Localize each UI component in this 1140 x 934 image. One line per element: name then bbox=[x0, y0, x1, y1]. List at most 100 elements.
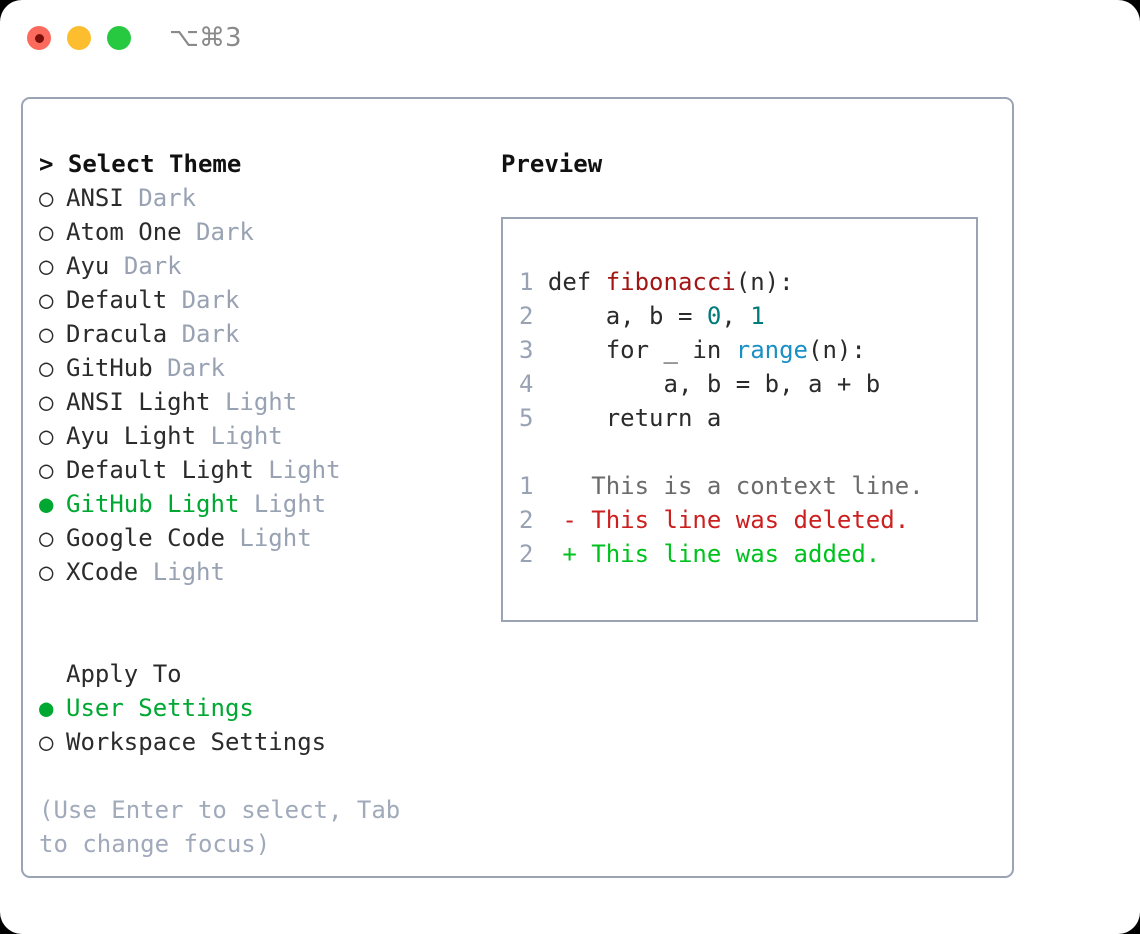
diff-line: 2 - This line was deleted. bbox=[519, 503, 968, 537]
theme-variant-label: Light bbox=[239, 524, 312, 552]
theme-list-item[interactable]: ○ Dracula Dark bbox=[39, 317, 499, 351]
traffic-light-group bbox=[27, 26, 131, 50]
code-diff-spacer bbox=[519, 435, 968, 469]
list-spacer bbox=[39, 589, 499, 623]
theme-list-item[interactable]: ● GitHub Light Light bbox=[39, 487, 499, 521]
diff-line-number: 1 bbox=[519, 472, 534, 500]
apply-to-label: Workspace Settings bbox=[66, 728, 327, 756]
diff-text: This line was added. bbox=[591, 540, 881, 568]
radio-selected-icon[interactable]: ● bbox=[39, 490, 54, 518]
radio-unselected-icon[interactable]: ○ bbox=[39, 320, 54, 348]
theme-variant-label: Light bbox=[224, 388, 298, 416]
radio-unselected-icon[interactable]: ○ bbox=[39, 456, 54, 484]
diff-marker: - bbox=[562, 506, 577, 534]
theme-list-item[interactable]: ○ Default Light Light bbox=[39, 453, 499, 487]
theme-variant-label: Dark bbox=[181, 286, 240, 314]
theme-list-item[interactable]: ○ANSI Dark bbox=[39, 181, 499, 215]
apply-to-option[interactable]: ● User Settings bbox=[39, 691, 499, 725]
radio-unselected-icon[interactable]: ○ bbox=[39, 184, 54, 212]
code-token: range bbox=[735, 336, 808, 364]
diff-line-number: 2 bbox=[519, 506, 534, 534]
code-token: 1 bbox=[750, 302, 765, 330]
code-token: (n): bbox=[808, 336, 866, 364]
theme-variant-label: Light bbox=[210, 422, 283, 450]
code-line-number: 5 bbox=[519, 404, 534, 432]
theme-list-item[interactable]: ○ Ayu Dark bbox=[39, 249, 499, 283]
theme-name: Dracula bbox=[66, 320, 168, 348]
theme-name: GitHub Light bbox=[66, 490, 240, 518]
radio-unselected-icon[interactable]: ○ bbox=[39, 524, 54, 552]
apply-to-options: ● User Settings ○ Workspace Settings bbox=[39, 691, 499, 759]
apply-to-label: User Settings bbox=[66, 694, 254, 722]
select-theme-header: > Select Theme bbox=[39, 150, 242, 178]
apply-to-header: Apply To bbox=[66, 660, 182, 688]
code-line: 3 for _ in range(n): bbox=[519, 333, 968, 367]
radio-unselected-icon[interactable]: ○ bbox=[39, 218, 54, 246]
code-line-number: 2 bbox=[519, 302, 534, 330]
radio-unselected-icon[interactable]: ○ bbox=[39, 252, 54, 280]
theme-list-item[interactable]: ○ XCode Light bbox=[39, 555, 499, 589]
code-token: def bbox=[547, 268, 606, 296]
code-token: a, b = b, a + b bbox=[547, 370, 881, 398]
theme-name: Ayu bbox=[66, 252, 110, 280]
theme-name: GitHub bbox=[66, 354, 153, 382]
theme-variant-label: Dark bbox=[123, 252, 182, 280]
theme-name: ANSI bbox=[66, 184, 124, 212]
diff-line-number: 2 bbox=[519, 540, 534, 568]
theme-name: XCode bbox=[66, 558, 139, 586]
radio-unselected-icon[interactable]: ○ bbox=[39, 354, 54, 382]
code-line: 2 a, b = 0, 1 bbox=[519, 299, 968, 333]
theme-list: ○ ANSI Dark ○ Atom One Dark ○ Ayu Dark ○ Defaul… bbox=[39, 181, 499, 589]
theme-name: Atom One bbox=[66, 218, 182, 246]
theme-name: Default bbox=[66, 286, 168, 314]
code-line: 4 a, b = b, a + b bbox=[519, 367, 968, 401]
radio-selected-icon[interactable]: ● bbox=[39, 694, 54, 722]
theme-name: Default Light bbox=[66, 456, 254, 484]
radio-unselected-icon[interactable]: ○ bbox=[39, 422, 54, 450]
theme-list-item[interactable]: ○ GitHub Dark bbox=[39, 351, 499, 385]
window-titlebar: ⌥⌘3 bbox=[0, 0, 1140, 78]
theme-name: Google Code bbox=[66, 524, 225, 552]
radio-unselected-icon[interactable]: ○ bbox=[39, 728, 54, 756]
radio-unselected-icon[interactable]: ○ bbox=[39, 558, 54, 586]
code-token: a, b = bbox=[547, 302, 707, 330]
radio-unselected-icon[interactable]: ○ bbox=[39, 388, 54, 416]
code-line-number: 3 bbox=[519, 336, 534, 364]
window-title: ⌥⌘3 bbox=[169, 23, 242, 53]
code-line-number: 1 bbox=[519, 268, 534, 296]
diff-sample: 1 This is a context line. 2 - This line w… bbox=[519, 469, 968, 571]
theme-variant-label: Dark bbox=[181, 320, 240, 348]
code-token: , bbox=[721, 302, 751, 330]
code-line: 5 return a bbox=[519, 401, 968, 435]
theme-list-item[interactable]: ○ANSI Light Light bbox=[39, 385, 499, 419]
theme-list-item[interactable]: ○Ayu Light Light bbox=[39, 419, 499, 453]
apply-to-section: Apply To ● User Settings ○ Workspace Settin… bbox=[39, 657, 499, 759]
radio-unselected-icon[interactable]: ○ bbox=[39, 286, 54, 314]
maximize-window-icon[interactable] bbox=[107, 26, 131, 50]
main-panel: > Select Theme ○ANSI Dark○Atom One Dark○… bbox=[21, 97, 1014, 878]
theme-variant-label: Light bbox=[152, 558, 225, 586]
theme-list-item[interactable]: ○ Default Dark bbox=[39, 283, 499, 317]
close-window-icon[interactable] bbox=[27, 26, 51, 50]
code-token: (n): bbox=[735, 268, 794, 296]
code-token: for _ in bbox=[547, 336, 736, 364]
diff-marker bbox=[562, 472, 576, 500]
theme-variant-label: Dark bbox=[196, 218, 254, 246]
diff-text: This is a context line. bbox=[591, 472, 924, 500]
code-token: return a bbox=[547, 404, 722, 432]
diff-text: This line was deleted. bbox=[591, 506, 910, 534]
apply-to-option[interactable]: ○ Workspace Settings bbox=[39, 725, 499, 759]
preview-header: Preview bbox=[501, 150, 603, 178]
diff-line: 2 + This line was added. bbox=[519, 537, 968, 571]
code-line: 1 def fibonacci(n): bbox=[519, 265, 968, 299]
minimize-window-icon[interactable] bbox=[67, 26, 91, 50]
theme-variant-label: Dark bbox=[167, 354, 225, 382]
theme-variant-label: Light bbox=[253, 490, 327, 518]
theme-list-item[interactable]: ○ Atom One Dark bbox=[39, 215, 499, 249]
theme-variant-label: Light bbox=[268, 456, 341, 484]
theme-list-item[interactable]: ○ Google Code Light bbox=[39, 521, 499, 555]
